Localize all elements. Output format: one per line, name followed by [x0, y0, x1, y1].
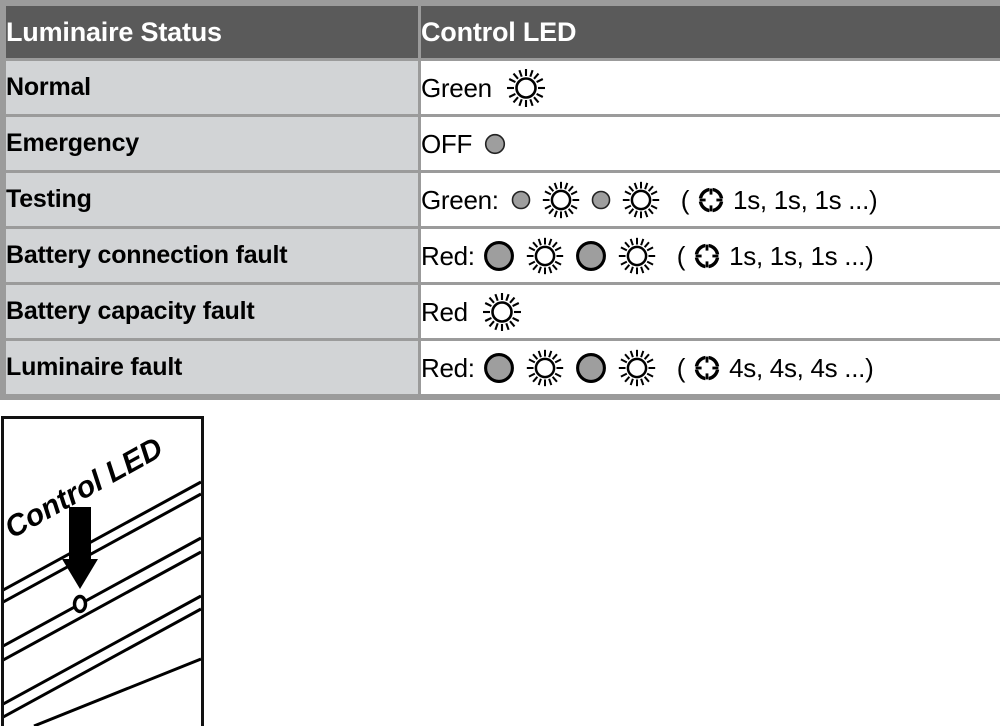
led-off-dot-icon — [575, 240, 606, 271]
led-cell-battery-capacity-fault: Red — [421, 285, 1000, 338]
timing-label: 1s, 1s, 1s ... — [729, 240, 866, 271]
status-cell-emergency: Emergency — [6, 117, 418, 170]
timing-close-paren: ) — [865, 240, 874, 271]
luminaire-illustration: Control LED — [1, 416, 204, 726]
led-color-label: Red: — [421, 240, 475, 271]
flashing-led-icon — [482, 292, 521, 331]
table-row: Luminaire fault Red: — [6, 341, 1000, 394]
timer-icon — [698, 186, 724, 213]
status-cell-normal: Normal — [6, 61, 418, 114]
column-header-luminaire-status: Luminaire Status — [6, 6, 418, 58]
led-off-dot-icon — [484, 133, 506, 154]
led-color-label: Green: — [421, 184, 499, 215]
led-state-label: OFF — [421, 128, 473, 159]
led-off-dot-icon — [575, 352, 606, 383]
timing-label: 1s, 1s, 1s ... — [733, 184, 870, 215]
led-cell-testing: Green: — [421, 173, 1000, 226]
timing-open-paren: ( — [676, 240, 686, 271]
led-off-dot-icon — [591, 190, 610, 209]
status-cell-battery-capacity-fault: Battery capacity fault — [6, 285, 418, 338]
table-row: Battery capacity fault Red — [6, 285, 1000, 338]
flashing-led-icon — [506, 68, 545, 107]
table-body: Normal Green — [6, 61, 1000, 394]
led-off-dot-icon — [483, 240, 514, 271]
led-color-label: Green — [421, 72, 492, 103]
flashing-led-icon — [526, 237, 563, 274]
timing-label: 4s, 4s, 4s ... — [729, 352, 866, 383]
down-arrow-icon — [62, 507, 98, 589]
flashing-led-icon — [526, 349, 563, 386]
table-row: Testing Green: — [6, 173, 1000, 226]
status-cell-testing: Testing — [6, 173, 418, 226]
table-row: Emergency OFF — [6, 117, 1000, 170]
flashing-led-icon — [618, 349, 655, 386]
led-cell-normal: Green — [421, 61, 1000, 114]
timer-icon — [694, 354, 720, 381]
table-row: Battery connection fault Red: — [6, 229, 1000, 282]
led-color-label: Red: — [421, 352, 475, 383]
timing-close-paren: ) — [865, 352, 874, 383]
table-row: Normal Green — [6, 61, 1000, 114]
status-table-container: Luminaire Status Control LED Normal Gree… — [0, 0, 1000, 400]
led-cell-battery-connection-fault: Red: — [421, 229, 1000, 282]
status-cell-luminaire-fault: Luminaire fault — [6, 341, 418, 394]
led-color-label: Red — [421, 296, 468, 327]
table-header-row: Luminaire Status Control LED — [6, 6, 1000, 58]
flashing-led-icon — [542, 181, 579, 218]
flashing-led-icon — [618, 237, 655, 274]
timing-close-paren: ) — [869, 184, 878, 215]
led-dot-marker — [72, 594, 88, 614]
luminaire-status-table: Luminaire Status Control LED Normal Gree… — [3, 3, 1000, 397]
timing-open-paren: ( — [680, 184, 690, 215]
timer-icon — [694, 242, 720, 269]
led-off-dot-icon — [483, 352, 514, 383]
flashing-led-icon — [622, 181, 659, 218]
led-cell-emergency: OFF — [421, 117, 1000, 170]
led-cell-luminaire-fault: Red: — [421, 341, 1000, 394]
profile-lines — [4, 480, 201, 726]
status-cell-battery-connection-fault: Battery connection fault — [6, 229, 418, 282]
timing-open-paren: ( — [676, 352, 686, 383]
led-off-dot-icon — [511, 190, 530, 209]
luminaire-profile-drawing: Control LED — [4, 431, 201, 726]
column-header-control-led: Control LED — [421, 6, 1000, 58]
